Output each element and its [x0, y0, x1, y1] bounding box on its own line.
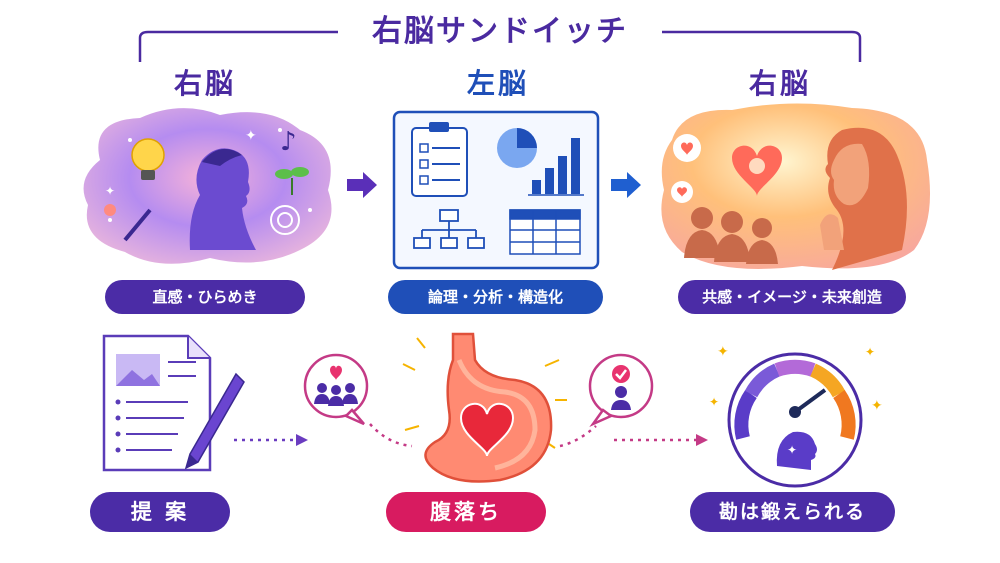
org-chart-icon: [413, 209, 485, 249]
heading-right-brain-2: 右脳: [748, 67, 811, 100]
audience-bubble: [300, 352, 372, 428]
music-note-icon: ♪: [280, 127, 297, 157]
heading-left-brain: 左脳: [466, 67, 529, 100]
title-bracket: [138, 30, 862, 62]
woman-silhouette-icon: [820, 127, 907, 271]
label-intuition: 直感・ひらめき: [105, 280, 305, 314]
svg-text:✦: ✦: [787, 443, 797, 457]
stomach-illustration: [395, 330, 570, 490]
checklist-icon: [411, 122, 468, 197]
approval-bubble: [585, 352, 657, 428]
label-proposal: 提 案: [90, 492, 230, 532]
pen-icon: [184, 372, 245, 470]
intuition-illustration: ✦ ✦ ♪: [70, 100, 340, 270]
group-icon: [314, 383, 358, 406]
heading-right-brain-1: 右脳: [173, 67, 236, 100]
svg-text:✦: ✦: [709, 395, 719, 409]
label-logic: 論理・分析・構造化: [388, 280, 603, 314]
svg-text:✦: ✦: [865, 345, 875, 359]
intuition-gauge-illustration: ✦ ✦ ✦ ✦ ✦: [705, 340, 885, 490]
svg-text:✦: ✦: [245, 128, 257, 144]
audience-icon: [684, 207, 778, 264]
svg-text:✦: ✦: [105, 184, 115, 198]
speech-heart-icon: [671, 181, 693, 203]
pie-chart-icon: [497, 128, 537, 168]
heart-icon: [459, 403, 515, 457]
speech-heart-icon: [673, 134, 701, 162]
empathy-illustration: [652, 100, 937, 272]
check-icon: [612, 365, 630, 383]
dotted-connector: [369, 423, 413, 448]
arrow-right-icon: [347, 172, 377, 198]
diagram-title: 右脳サンドイッチ: [372, 14, 628, 49]
dotted-arrow-icon: [614, 434, 708, 446]
heart-icon: [330, 365, 342, 380]
analysis-illustration: [392, 110, 600, 270]
label-gut-feeling: 腹落ち: [386, 492, 546, 532]
head-idea-icon: ✦: [776, 431, 817, 470]
proposal-document-icon: [98, 330, 248, 480]
label-intuition-trained: 勘は鍛えられる: [690, 492, 895, 532]
head-silhouette-icon: [189, 148, 256, 250]
lightbulb-icon: [131, 138, 165, 180]
arrow-right-icon: [611, 172, 641, 198]
svg-text:✦: ✦: [871, 398, 883, 414]
table-icon: [509, 209, 581, 255]
gauge-needle-icon: [793, 388, 827, 414]
sprout-icon: [275, 167, 309, 195]
dotted-arrow-icon: [234, 434, 308, 446]
svg-text:✦: ✦: [717, 344, 729, 360]
person-icon: [611, 386, 631, 410]
bar-chart-icon: [528, 138, 584, 196]
label-empathy: 共感・イメージ・未来創造: [678, 280, 906, 314]
